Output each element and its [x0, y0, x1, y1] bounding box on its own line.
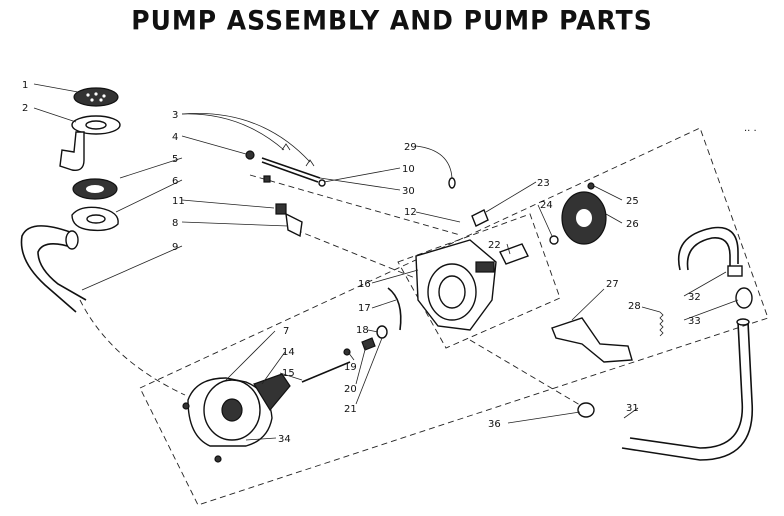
- callout-label: 31: [626, 403, 639, 414]
- callout-label: 5: [172, 154, 178, 165]
- callout-label: 15: [282, 368, 295, 379]
- callout-label: 30: [402, 186, 415, 197]
- callout-label: 6: [172, 176, 178, 187]
- clip-part: [448, 177, 456, 189]
- strainer-cap-part: [73, 87, 119, 107]
- callout-label: 27: [606, 279, 619, 290]
- callout-label: 23: [537, 178, 550, 189]
- callout-label: 17: [358, 303, 371, 314]
- assembly-axis-line: [295, 229, 421, 281]
- callout-label: 19: [344, 362, 357, 373]
- snap-ring-part: [343, 348, 351, 356]
- leader-lines: [33, 83, 739, 441]
- callout-label: 28: [628, 301, 641, 312]
- hose-clamp-part: [577, 402, 595, 418]
- lever-arm-part: [551, 311, 664, 363]
- callout-label: 9: [172, 242, 178, 253]
- pump-rod-part: [245, 143, 326, 187]
- callout-label: 8: [172, 218, 178, 229]
- seal-ring-part: [387, 287, 402, 331]
- corner-mark: ·· ·: [744, 126, 757, 137]
- pump-body-inset-outline: [397, 213, 561, 349]
- washer-part: [72, 178, 118, 200]
- assembly-axis-line: [249, 174, 461, 236]
- callout-label: 12: [404, 207, 417, 218]
- callout-label: 25: [626, 196, 639, 207]
- impeller-shaft-part: [301, 361, 351, 383]
- pump-housing-part: [415, 239, 497, 331]
- assembly-axis-line: [469, 339, 581, 406]
- callout-label: 2: [22, 103, 28, 114]
- inlet-elbow-part: [59, 115, 121, 171]
- callout-label: 3: [172, 110, 178, 121]
- pump-pulley-part: [561, 182, 607, 245]
- drain-hose-part: [20, 225, 87, 313]
- callout-label: 34: [278, 434, 291, 445]
- callout-label: 20: [344, 384, 357, 395]
- bushing-part: [361, 337, 376, 351]
- callout-label: 4: [172, 132, 178, 143]
- page-title: PUMP ASSEMBLY AND PUMP PARTS: [131, 4, 653, 37]
- pulley-hub-part: [471, 209, 559, 265]
- callout-label: 29: [404, 142, 417, 153]
- callout-label: 10: [402, 164, 415, 175]
- callout-label: 36: [488, 419, 501, 430]
- callout-label: 16: [358, 279, 371, 290]
- callout-label: 18: [356, 325, 369, 336]
- callout-label: 26: [626, 219, 639, 230]
- callout-label: 22: [488, 240, 501, 251]
- mounting-bracket-part: [275, 203, 303, 238]
- gasket-part: [71, 206, 119, 232]
- pump-assembly-outline: [139, 127, 769, 506]
- callout-label: 33: [688, 316, 701, 327]
- callout-label: 1: [22, 80, 28, 91]
- callout-label: 14: [282, 347, 295, 358]
- callout-label: 7: [283, 326, 289, 337]
- long-outlet-hose-part: [621, 318, 754, 461]
- callout-label: 32: [688, 292, 701, 303]
- o-ring-part: [376, 325, 388, 339]
- outlet-elbow-hose-part: [678, 226, 753, 309]
- callout-label: 24: [540, 200, 553, 211]
- pump-cover-part: [182, 373, 291, 463]
- callout-label: 11: [172, 196, 185, 207]
- callout-label: 21: [344, 404, 357, 415]
- hose-connection-line: [79, 299, 186, 396]
